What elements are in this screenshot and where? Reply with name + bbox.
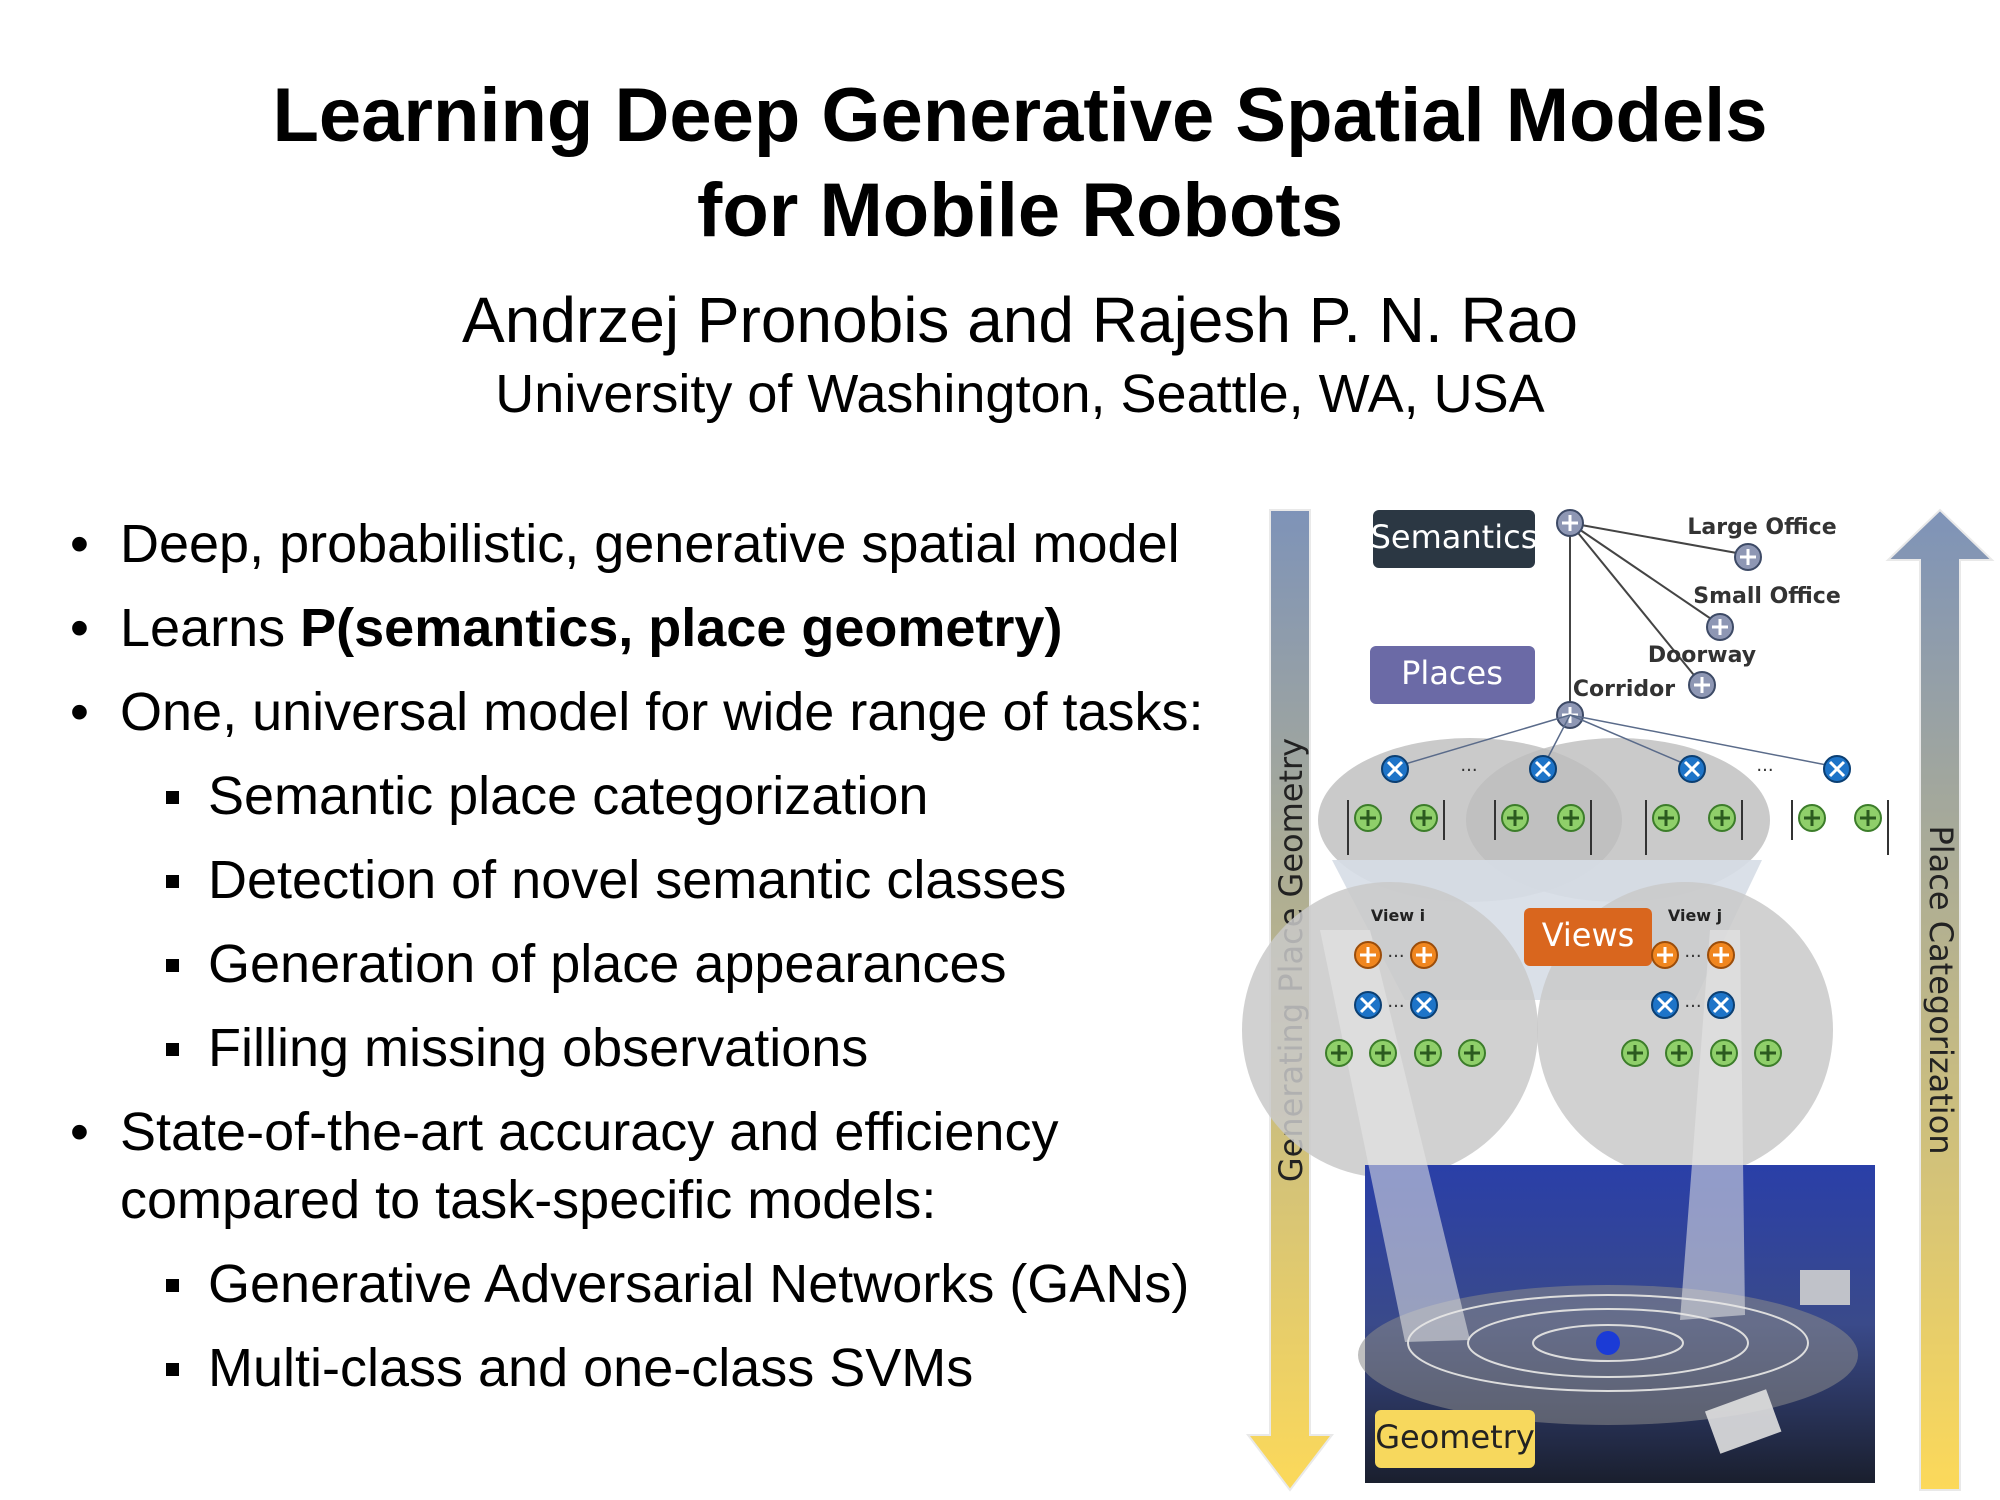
- bullet-dot: •: [70, 514, 89, 574]
- sum-node: [1664, 1038, 1694, 1068]
- sum-node: [1709, 1038, 1739, 1068]
- title-line-1: Learning Deep Generative Spatial Models: [272, 73, 1768, 158]
- class-label-corridor: Corridor: [1573, 677, 1675, 702]
- places-box: [1370, 646, 1535, 704]
- bullet-dot: •: [70, 1102, 89, 1162]
- large-office-node: [1733, 542, 1763, 572]
- bullet-text: compared to task-specific models:: [120, 1170, 937, 1230]
- ellipsis: ...: [1460, 755, 1477, 776]
- ellipsis: ...: [1684, 941, 1701, 962]
- class-label-small-office: Small Office: [1693, 584, 1841, 609]
- semantics-label: Semantics: [1371, 518, 1538, 556]
- sum-node: [1457, 1038, 1487, 1068]
- sum-node: [1853, 803, 1883, 833]
- room-table: [1704, 1389, 1782, 1454]
- view-i-label: View i: [1371, 906, 1425, 925]
- robot-marker: [1596, 1331, 1620, 1355]
- sub-bullet-square: [166, 1363, 179, 1376]
- bullet-text: State-of-the-art accuracy and efficiency: [120, 1102, 1059, 1162]
- doorway-node: [1687, 670, 1717, 700]
- places-label: Places: [1401, 654, 1503, 692]
- product-node: [1380, 754, 1410, 784]
- sub-bullet-square: [166, 1043, 179, 1056]
- paper-title: Learning Deep Generative Spatial Models …: [0, 68, 2000, 258]
- categorization-arrow: [1885, 508, 1995, 1491]
- views-box: [1524, 908, 1652, 966]
- semantics-root-node: [1555, 508, 1585, 538]
- geometry-label: Geometry: [1375, 1418, 1535, 1456]
- bullet-dot: •: [70, 682, 89, 742]
- geometry-box: [1375, 1410, 1535, 1468]
- semantics-box: [1373, 510, 1535, 568]
- bullet-dot: •: [70, 598, 89, 658]
- bullet-text: Deep, probabilistic, generative spatial …: [120, 514, 1180, 574]
- small-office-node: [1705, 612, 1735, 642]
- sum-node: [1620, 1038, 1650, 1068]
- room-table: [1800, 1270, 1850, 1305]
- view-sum-node: [1650, 940, 1680, 970]
- product-node: [1353, 990, 1383, 1020]
- sum-node: [1707, 803, 1737, 833]
- product-node: [1706, 990, 1736, 1020]
- bullet-text: One, universal model for wide range of t…: [120, 682, 1204, 742]
- model-diagram: Generating Place Geometry Place Categori…: [1242, 508, 1995, 1492]
- sub-bullet-square: [166, 959, 179, 972]
- sum-node: [1753, 1038, 1783, 1068]
- class-label-large-office: Large Office: [1687, 515, 1836, 540]
- sum-node: [1556, 803, 1586, 833]
- sub-bullet-text: Generation of place appearances: [208, 934, 1007, 994]
- view-sum-node: [1706, 940, 1736, 970]
- title-line-2: for Mobile Robots: [697, 168, 1343, 253]
- room-range-ring: [1467, 1308, 1749, 1378]
- view-sum-node: [1409, 940, 1439, 970]
- view-j-label: View j: [1668, 906, 1722, 925]
- product-node: [1409, 990, 1439, 1020]
- view-cone-right: [1680, 930, 1745, 1320]
- input-brackets: [1347, 800, 1889, 855]
- sum-node: [1324, 1038, 1354, 1068]
- bullet-bold-text: P(semantics, place geometry): [300, 598, 1063, 658]
- view-cone-left: [1320, 930, 1470, 1342]
- product-node: [1528, 754, 1558, 784]
- ellipsis: ...: [1756, 755, 1773, 776]
- categorization-arrow-label: Place Categorization: [1922, 825, 1960, 1154]
- sub-bullet-square: [166, 1279, 179, 1292]
- sum-node: [1353, 803, 1383, 833]
- ellipsis: ...: [1684, 991, 1701, 1012]
- product-node: [1677, 754, 1707, 784]
- views-label: Views: [1542, 916, 1635, 954]
- sub-bullet-text: Generative Adversarial Networks (GANs): [208, 1254, 1190, 1314]
- bullet-text: Learns P(semantics, place geometry): [120, 596, 1062, 660]
- ellipsis: ...: [1387, 941, 1404, 962]
- sum-node: [1413, 1038, 1443, 1068]
- room-range-ring: [1532, 1324, 1684, 1362]
- product-node: [1822, 754, 1852, 784]
- sum-node: [1368, 1038, 1398, 1068]
- sub-bullet-text: Semantic place categorization: [208, 766, 929, 826]
- sum-node: [1651, 803, 1681, 833]
- sum-node: [1409, 803, 1439, 833]
- semantic-edges: [1569, 522, 1749, 712]
- product-node: [1650, 990, 1680, 1020]
- sub-bullet-text: Multi-class and one-class SVMs: [208, 1338, 974, 1398]
- room-range-ring: [1407, 1294, 1809, 1392]
- sub-bullet-text: Detection of novel semantic classes: [208, 850, 1067, 910]
- affiliation: University of Washington, Seattle, WA, U…: [495, 364, 1545, 424]
- authors: Andrzej Pronobis and Rajesh P. N. Rao: [462, 284, 1578, 356]
- sub-bullet-square: [166, 875, 179, 888]
- sub-bullet-square: [166, 791, 179, 804]
- class-label-doorway: Doorway: [1648, 643, 1756, 668]
- view-sum-node: [1353, 940, 1383, 970]
- sub-bullet-text: Filling missing observations: [208, 1018, 869, 1078]
- sum-node: [1500, 803, 1530, 833]
- sum-node: [1797, 803, 1827, 833]
- ellipsis: ...: [1387, 991, 1404, 1012]
- bullet-prefix: Learns: [120, 598, 301, 658]
